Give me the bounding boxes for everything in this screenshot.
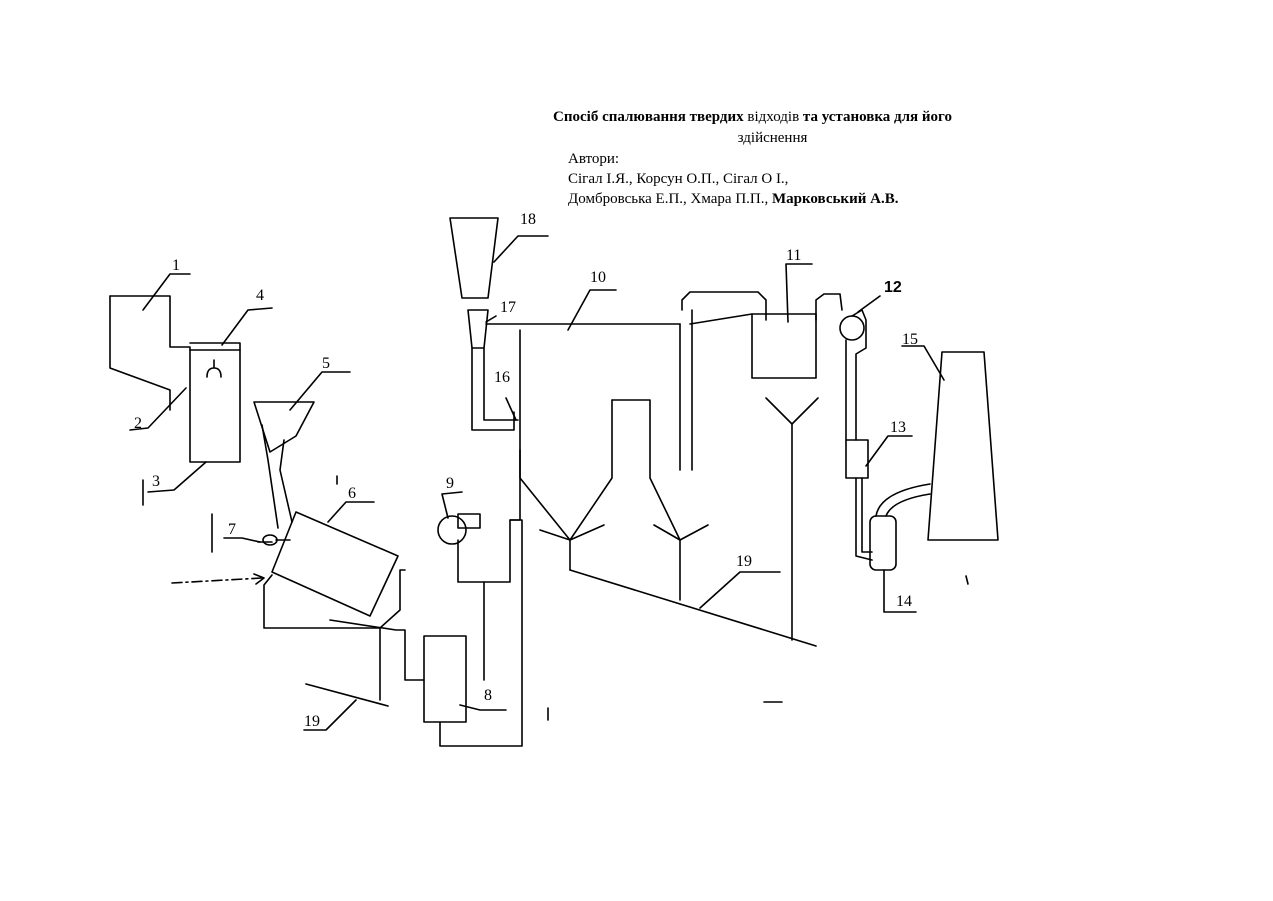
ash-conveyor [570,570,816,646]
label-4: 4 [256,287,264,304]
chimney [928,352,998,540]
label-19b: 19 [304,713,320,730]
flue-gas-duct [486,292,766,600]
label-14: 14 [896,593,912,610]
slag-cooler [424,520,522,746]
label-1: 1 [172,257,180,274]
label-15-leader [902,346,944,380]
feed-hopper [254,402,314,528]
label-6: 6 [348,485,356,502]
label-19-leader [700,572,780,608]
label-16: 16 [494,369,510,386]
waste-bunker [110,296,240,462]
label-17: 17 [500,299,516,316]
label-10: 10 [590,269,606,286]
label-16-leader [506,398,516,420]
label-18-leader [494,236,548,262]
bag-filter [752,294,842,640]
label-1-leader [143,274,190,310]
label-8-leader [460,705,506,710]
label-12: 12 [884,279,902,296]
label-9: 9 [446,475,454,492]
label-13: 13 [890,419,906,436]
label-18: 18 [520,211,536,228]
label-11: 11 [786,247,801,264]
label-13-leader [866,436,912,466]
slag-conveyor [306,684,388,706]
label-15: 15 [902,331,918,348]
air-supply-arrow [172,574,264,584]
label-4-leader [222,308,272,345]
label-2: 2 [134,415,142,432]
label-8: 8 [484,687,492,704]
burner [212,514,290,552]
label-5-leader [290,372,350,410]
heat-exchanger [846,440,872,560]
label-19: 19 [736,553,752,570]
label-7-leader [224,538,260,542]
scan-marks [337,476,968,720]
smoke-exhauster [870,484,930,570]
exhaust-fan [840,310,866,440]
label-7: 7 [228,521,236,538]
label-3: 3 [152,473,160,490]
label-5: 5 [322,355,330,372]
label-6-leader [328,502,374,522]
label-12-leader [858,296,880,312]
